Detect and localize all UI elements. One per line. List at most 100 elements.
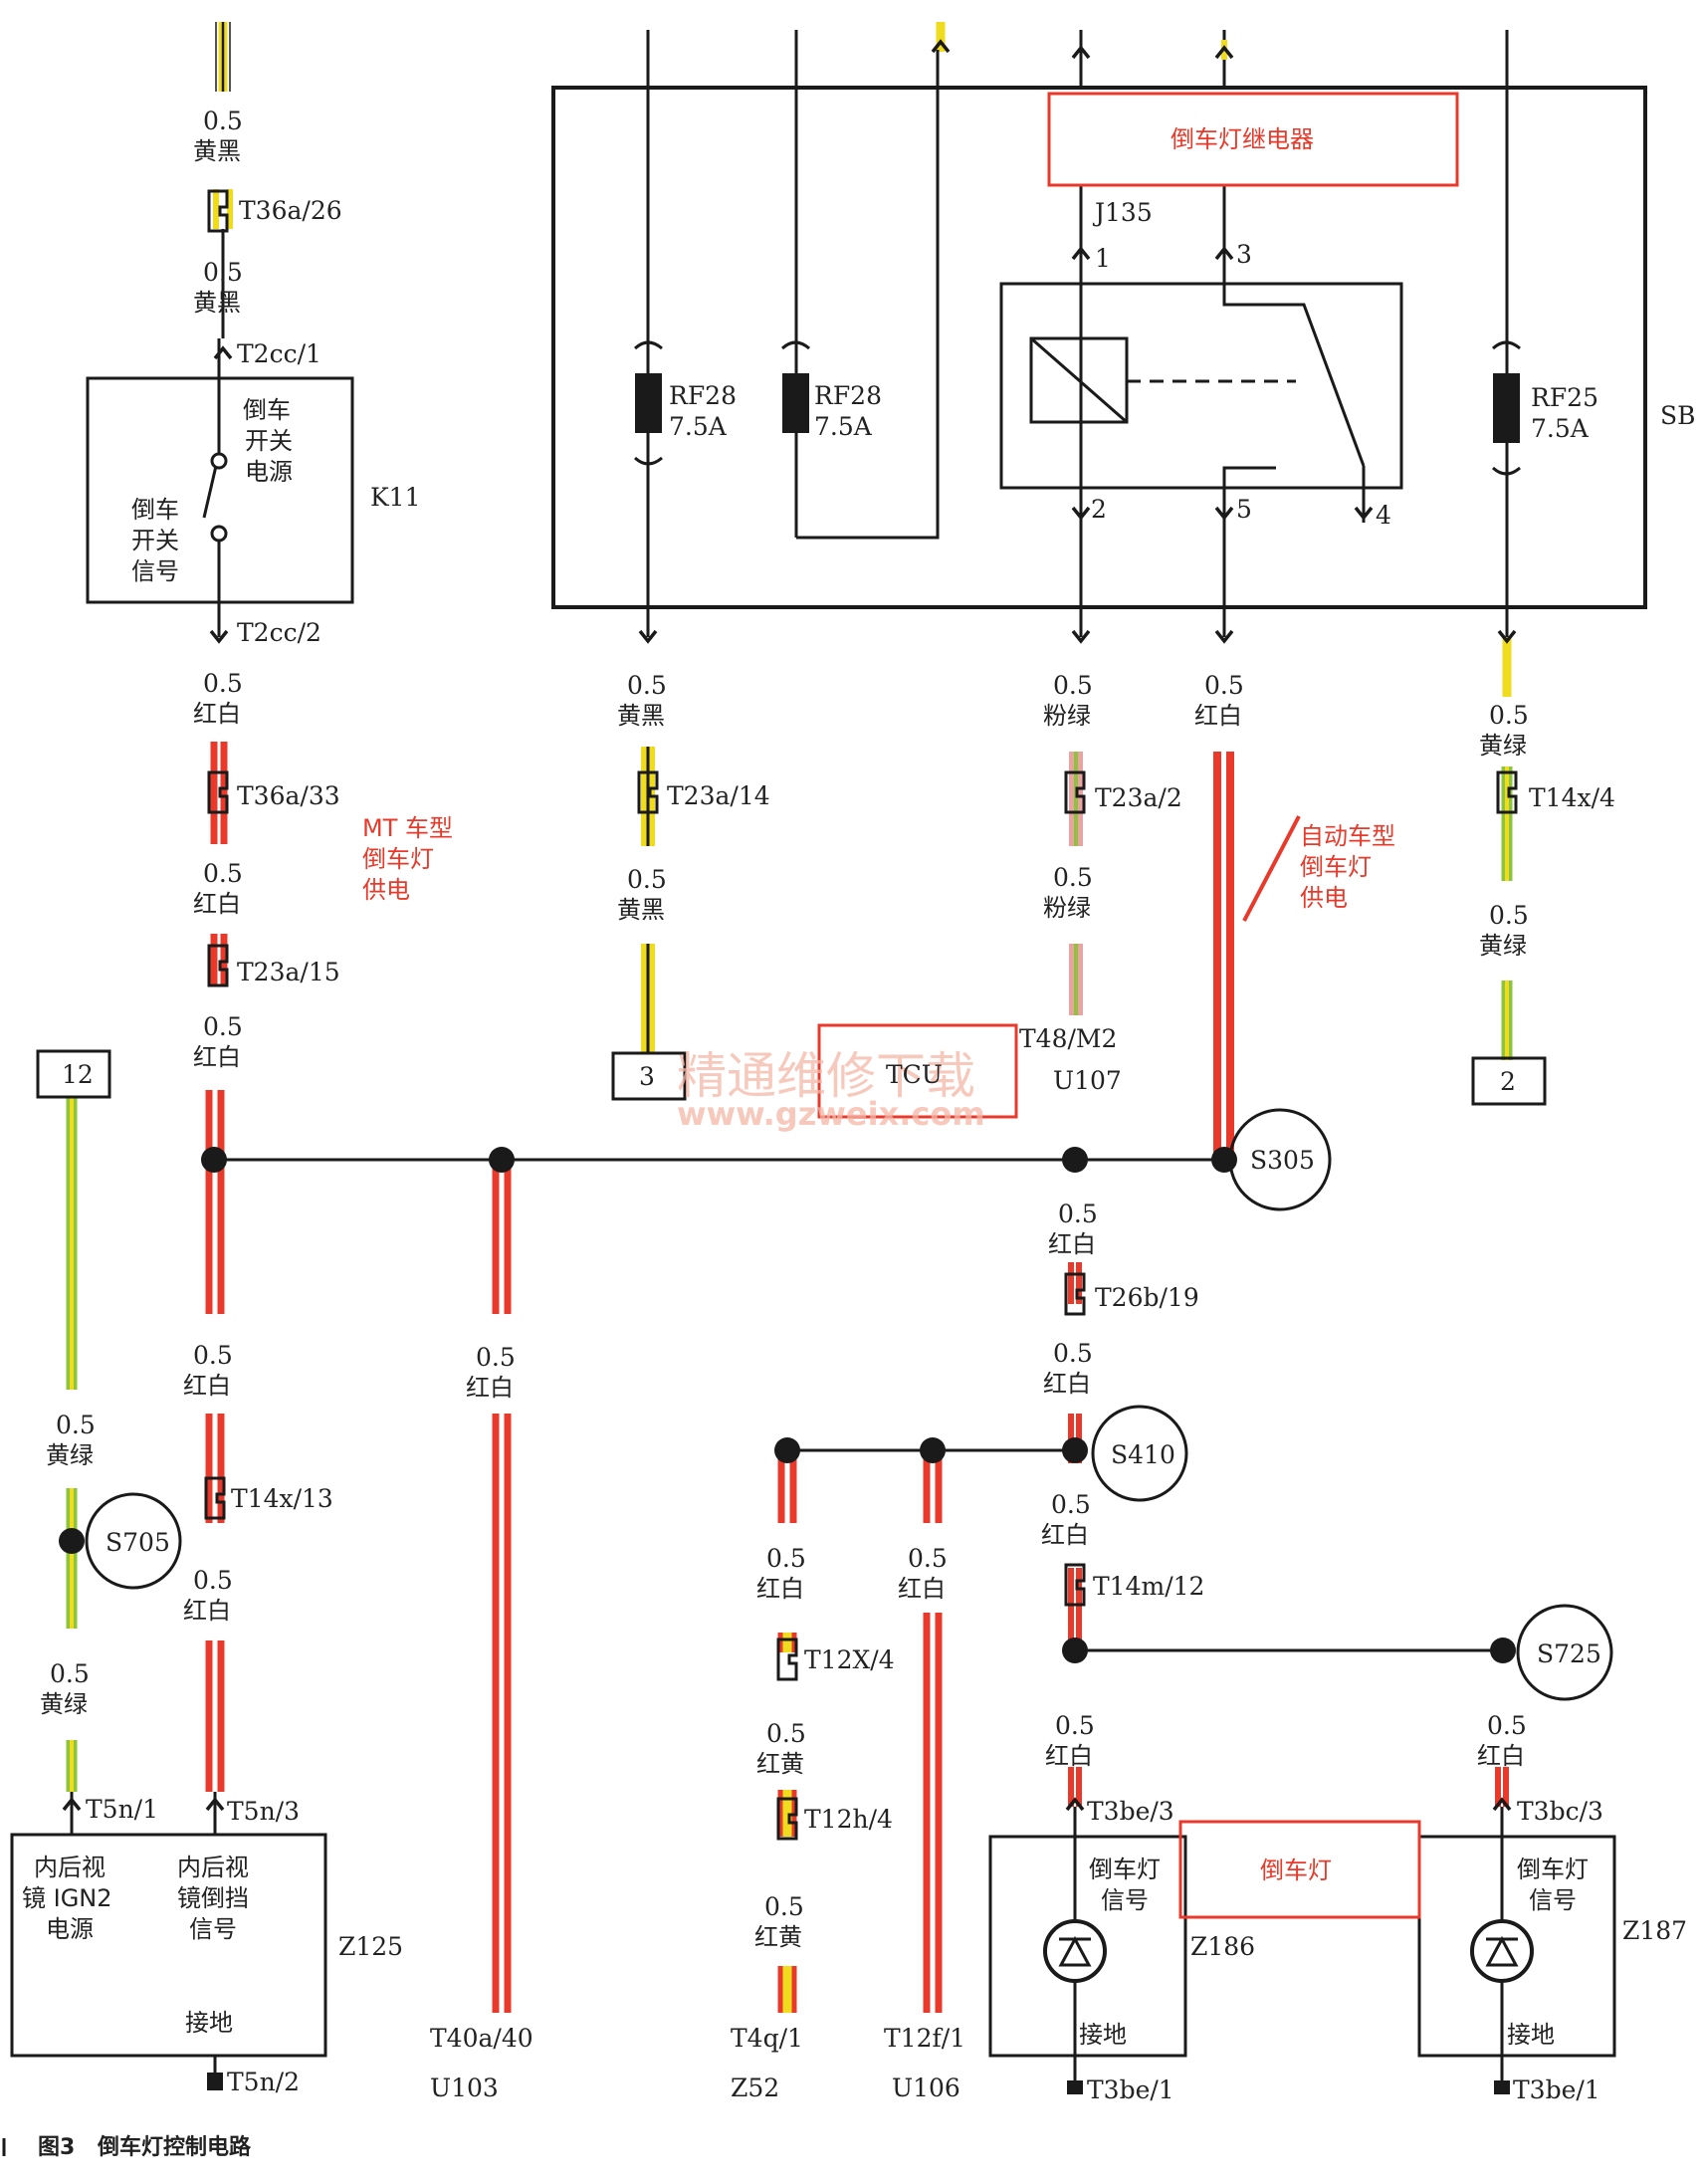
relay-title: 倒车灯继电器 (1171, 125, 1314, 153)
wire-color: 粉绿 (1043, 702, 1091, 730)
lamp-sig-label: 倒车灯信号 (1089, 1856, 1161, 1914)
wire-size: 0.5 (766, 1544, 806, 1573)
wire-size: 0.5 (764, 1892, 804, 1921)
z125-rev-1: 内后视 (177, 1854, 249, 1881)
lamp-sig-label: 倒车灯信号 (1517, 1856, 1589, 1914)
z187-sig-2: 信号 (1529, 1886, 1577, 1914)
at-note: 自动车型倒车灯供电 (1300, 822, 1395, 912)
fuse-name: RF25 (1531, 383, 1598, 412)
relay-pin: 3 (1236, 240, 1252, 269)
wire-size: 0.5 (476, 1343, 516, 1372)
z125-rev-2: 镜倒挡 (177, 1884, 249, 1912)
terminal-label: 2 (1500, 1067, 1516, 1096)
mt-note: MT 车型倒车灯供电 (362, 814, 453, 904)
sb-label: SB (1660, 401, 1696, 430)
conn-label: T14x/4 (1529, 783, 1615, 812)
at-note-2: 倒车灯 (1300, 853, 1372, 881)
wire-size: 0.5 (1204, 671, 1244, 700)
module-id: TCU (886, 1060, 943, 1089)
conn-label: T23a/15 (237, 958, 340, 986)
wire-size: 0.5 (1053, 1339, 1093, 1368)
wire-size: 0.5 (1053, 863, 1093, 892)
wire-color: 红白 (193, 890, 241, 918)
module-id: U107 (1053, 1066, 1122, 1095)
conn-label: T5n/3 (227, 1797, 300, 1826)
conn-label: T3bc/3 (1517, 1797, 1603, 1826)
wire-color: 红黄 (756, 1750, 804, 1778)
wire-color: 黄黑 (617, 702, 665, 730)
lamp-title: 倒车灯 (1260, 1856, 1332, 1884)
wire-color: 红白 (1194, 702, 1242, 730)
watermark-url: www.gzweix.com (677, 1095, 985, 1133)
splice-label: S305 (1250, 1146, 1315, 1175)
wire-color: 黄黑 (193, 137, 241, 165)
wire-size: 0.5 (1055, 1711, 1095, 1740)
wire-size: 0.5 (1487, 1711, 1527, 1740)
mt-note-2: 倒车灯 (362, 845, 434, 873)
relay-pin: 4 (1376, 501, 1391, 530)
conn-label: T3be/1 (1087, 2075, 1174, 2104)
z125-rev-label: 内后视镜倒挡信号 (177, 1854, 249, 1943)
mt-note-1: MT 车型 (362, 814, 453, 842)
wire-color: 红白 (756, 1575, 804, 1603)
wire-size: 0.5 (193, 1341, 233, 1370)
wire-color: 红白 (466, 1374, 514, 1402)
z125-ign-1: 内后视 (34, 1854, 106, 1881)
k11-top-2: 开关 (245, 427, 293, 455)
conn-label: T12X/4 (804, 1645, 895, 1674)
wire-size: 0.5 (50, 1659, 90, 1688)
relay-pin: 1 (1095, 244, 1111, 273)
wire-size: 0.5 (766, 1719, 806, 1748)
wire-color: 黄黑 (617, 896, 665, 924)
module-id: U103 (430, 2074, 499, 2102)
wire-size: 0.5 (56, 1411, 96, 1439)
wire-color: 黄绿 (46, 1441, 94, 1469)
relay-pin: 2 (1091, 495, 1107, 524)
conn-label: T40a/40 (430, 2024, 533, 2053)
wire-size: 0.5 (627, 865, 667, 894)
wire-size: 0.5 (203, 107, 243, 135)
wire-color: 红白 (193, 700, 241, 728)
relay-id: J135 (1092, 198, 1153, 227)
conn-label: T5n/1 (86, 1795, 158, 1824)
wire-size: 0.5 (1053, 671, 1093, 700)
wire-color: 红白 (183, 1597, 231, 1625)
k11-top-3: 电源 (245, 458, 293, 486)
wire-size: 0.5 (1058, 1200, 1098, 1228)
z125-ign-3: 电源 (46, 1915, 94, 1943)
wire-size: 0.5 (1489, 701, 1529, 730)
z186-sig-2: 信号 (1101, 1886, 1149, 1914)
splice-label: S725 (1537, 1639, 1601, 1668)
conn-label: T12f/1 (884, 2024, 965, 2053)
fuse-name: RF28 (814, 381, 882, 410)
conn-label: T3be/1 (1513, 2075, 1600, 2104)
conn-label: T12h/4 (804, 1805, 893, 1834)
module-id: Z52 (731, 2074, 779, 2102)
module-id: Z186 (1190, 1932, 1255, 1961)
wire-color: 黄绿 (1479, 932, 1527, 960)
k11-bottom-label: 倒车开关信号 (131, 496, 179, 585)
z125-gnd-label: 接地 (185, 2009, 233, 2037)
conn-label: T14x/13 (231, 1484, 333, 1513)
wire-color: 黄绿 (40, 1690, 88, 1718)
terminal-label: 12 (62, 1060, 94, 1089)
conn-label: T2cc/2 (237, 618, 321, 647)
watermark-cn: 精通维修下载 (677, 1047, 975, 1105)
module-id: U106 (892, 2074, 960, 2102)
mt-note-3: 供电 (362, 876, 410, 904)
wire-color: 红白 (193, 1043, 241, 1071)
at-note-3: 供电 (1300, 884, 1348, 912)
wire-size: 0.5 (203, 859, 243, 888)
lamp-gnd-label: 接地 (1079, 2021, 1127, 2049)
conn-label: T14m/12 (1093, 1572, 1204, 1601)
at-note-1: 自动车型 (1300, 822, 1395, 850)
module-id: Z187 (1622, 1916, 1687, 1945)
wire-color: 红白 (1043, 1370, 1091, 1398)
wire-color: 红白 (898, 1575, 946, 1603)
k11-top-label: 倒车开关电源 (243, 396, 293, 486)
wire-size: 0.5 (203, 1012, 243, 1041)
wire-color: 红黄 (754, 1923, 802, 1951)
conn-label: T36a/26 (239, 196, 342, 225)
